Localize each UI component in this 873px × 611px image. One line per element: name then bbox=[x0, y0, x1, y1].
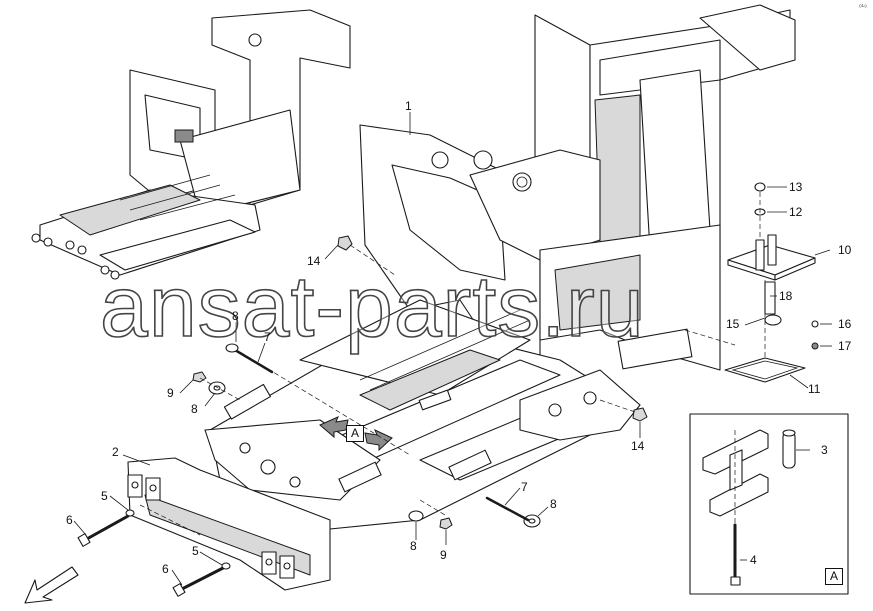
callout-13: 13 bbox=[789, 180, 803, 194]
reference-frame-view bbox=[31, 9, 351, 280]
callout-16: 16 bbox=[838, 317, 852, 331]
callout-17: 17 bbox=[838, 339, 852, 353]
plate-assembly-10 bbox=[724, 182, 819, 383]
callout-2: 2 bbox=[112, 445, 119, 459]
callout-8-d: 8 bbox=[550, 497, 557, 511]
callout-12: 12 bbox=[789, 205, 803, 219]
callout-18: 18 bbox=[779, 289, 793, 303]
front-plate-assembly bbox=[127, 457, 331, 591]
callout-9-a: 9 bbox=[167, 386, 174, 400]
callout-9-b: 9 bbox=[440, 548, 447, 562]
callout-8-b: 8 bbox=[191, 402, 198, 416]
callout-15: 15 bbox=[726, 317, 740, 331]
callout-14-b: 14 bbox=[631, 439, 645, 453]
callout-8-a: 8 bbox=[232, 309, 239, 323]
callout-6-a: 6 bbox=[66, 513, 73, 527]
detail-marker-a: A bbox=[825, 568, 843, 585]
callout-5-b: 5 bbox=[192, 544, 199, 558]
corner-code: ᵒ¹⁹ bbox=[859, 4, 867, 11]
main-frame bbox=[204, 4, 796, 531]
callout-4: 4 bbox=[750, 553, 757, 567]
callout-6-b: 6 bbox=[162, 562, 169, 576]
callout-11: 11 bbox=[808, 382, 821, 396]
section-marker-a: A bbox=[346, 425, 364, 442]
callout-10: 10 bbox=[838, 243, 852, 257]
callout-1: 1 bbox=[405, 99, 412, 113]
callout-3: 3 bbox=[821, 443, 828, 457]
hardware bbox=[77, 235, 736, 597]
detail-a bbox=[689, 413, 849, 595]
watermark-text: ansat-parts.ru bbox=[99, 259, 645, 355]
callout-7-b: 7 bbox=[521, 480, 528, 494]
callout-8-c: 8 bbox=[410, 539, 417, 553]
direction-arrow-icon bbox=[24, 566, 79, 604]
leader-lines bbox=[73, 112, 832, 586]
callout-14-a: 14 bbox=[307, 254, 321, 268]
callout-5-a: 5 bbox=[101, 489, 108, 503]
callout-7-a: 7 bbox=[264, 330, 271, 344]
